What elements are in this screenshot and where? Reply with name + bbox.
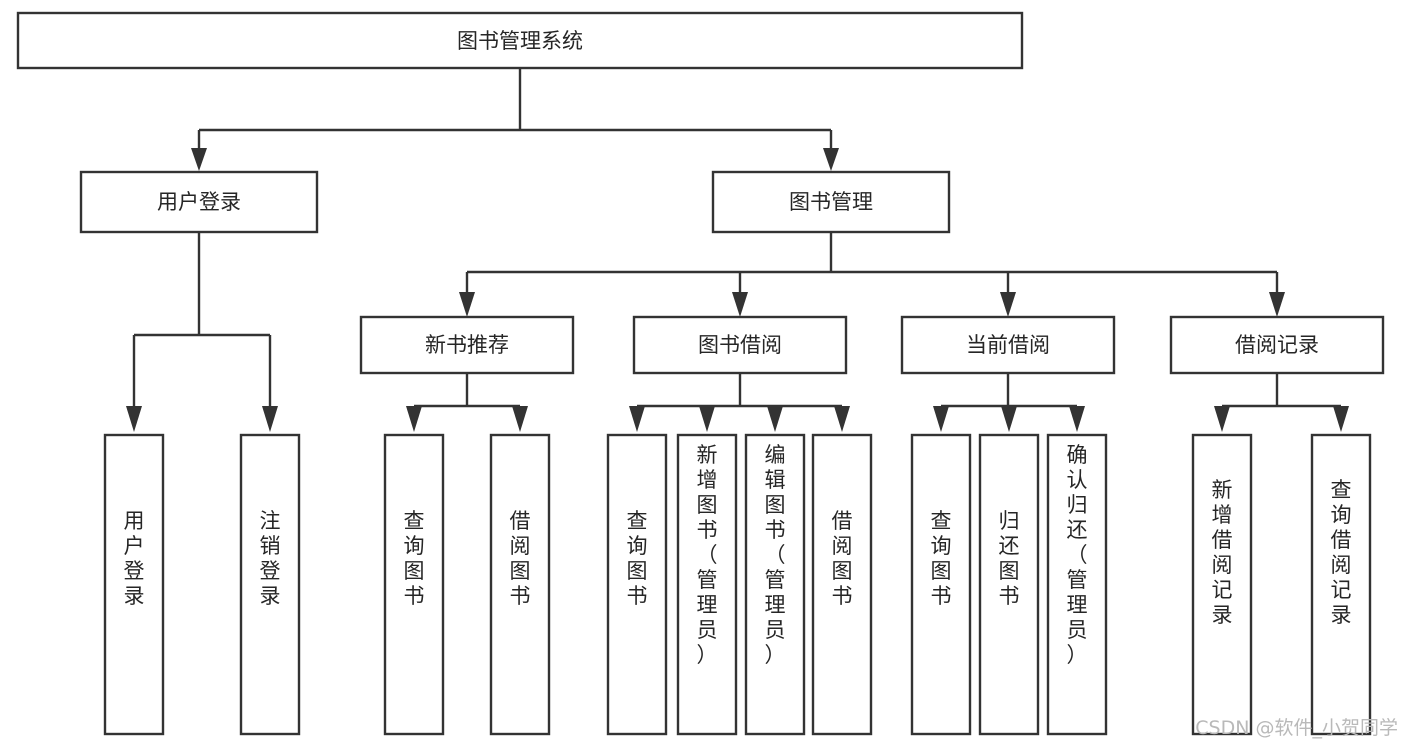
arrow-bb-l3-icon (767, 406, 783, 432)
node-new-book-recommend[interactable]: 新书推荐 (359, 315, 575, 375)
node-book-manage[interactable]: 图书管理 (711, 170, 951, 234)
arrow-bm-c1-icon (459, 292, 475, 317)
node-book-borrow-box[interactable] (632, 315, 848, 375)
node-new-book-recommend-label: 新书推荐 (425, 333, 509, 357)
node-leaf-edit-book-box[interactable] (744, 433, 806, 736)
node-leaf-query-book-3-label: 查询图书 (931, 509, 952, 608)
node-root-label: 图书管理系统 (457, 29, 583, 53)
node-leaf-return-book[interactable]: 归还图书 (978, 433, 1040, 736)
arrow-br-l1-icon (1214, 406, 1230, 432)
connector-group-book-borrow (629, 373, 850, 432)
arrow-nbr-l1-icon (406, 406, 422, 432)
arrow-user-login-l1-icon (126, 406, 142, 432)
node-leaf-logout-login-box[interactable] (239, 433, 301, 736)
node-user-login-box[interactable] (79, 170, 319, 234)
node-leaf-add-book-box[interactable] (676, 433, 738, 736)
arrow-bb-l2-icon (699, 406, 715, 432)
node-leaf-borrow-book-2-box[interactable] (811, 433, 873, 736)
connector-group-root (191, 68, 839, 171)
node-leaf-edit-book-label: 编辑图书（管理员） (765, 443, 786, 667)
watermark-label: CSDN @软件_小贺同学 (1195, 717, 1398, 739)
node-leaf-query-book-2-label: 查询图书 (627, 509, 648, 608)
node-leaf-query-book-1-label: 查询图书 (404, 509, 425, 608)
node-leaf-query-book-2[interactable]: 查询图书 (606, 433, 668, 736)
node-book-manage-box[interactable] (711, 170, 951, 234)
node-leaf-query-record-box[interactable] (1310, 433, 1372, 736)
node-leaf-return-book-box[interactable] (978, 433, 1040, 736)
arrow-cb-l1-icon (933, 406, 949, 432)
arrow-cb-l2-icon (1001, 406, 1017, 432)
node-leaf-add-record-label: 新增借阅记录 (1212, 478, 1233, 627)
arrow-nbr-l2-icon (512, 406, 528, 432)
node-user-login[interactable]: 用户登录 (79, 170, 319, 234)
arrow-root-to-user-login-icon (191, 148, 207, 171)
node-leaf-query-book-2-box[interactable] (606, 433, 668, 736)
node-leaf-logout-login[interactable]: 注销登录 (239, 433, 301, 736)
node-leaf-query-book-3[interactable]: 查询图书 (910, 433, 972, 736)
connector-group-user-login (126, 232, 278, 432)
arrow-bm-c2-icon (732, 292, 748, 317)
node-new-book-recommend-box[interactable] (359, 315, 575, 375)
connector-group-book-manage (459, 232, 1285, 317)
connector-group-new-book-recommend (406, 373, 528, 432)
node-leaf-borrow-book-1-label: 借阅图书 (510, 509, 531, 608)
node-leaf-borrow-book-1-box[interactable] (489, 433, 551, 736)
node-root[interactable]: 图书管理系统 (16, 11, 1024, 70)
node-leaf-query-record-label: 查询借阅记录 (1331, 478, 1352, 627)
node-current-borrow-box[interactable] (900, 315, 1116, 375)
node-borrow-record-box[interactable] (1169, 315, 1385, 375)
node-leaf-confirm-return-label: 确认归还（管理员） (1067, 443, 1088, 667)
node-leaf-confirm-return[interactable]: 确认归还（管理员） (1046, 433, 1108, 736)
node-leaf-query-book-3-box[interactable] (910, 433, 972, 736)
arrow-user-login-l2-icon (262, 406, 278, 432)
node-leaf-user-login-label: 用户登录 (124, 509, 145, 608)
node-user-login-label: 用户登录 (157, 190, 241, 214)
node-book-borrow[interactable]: 图书借阅 (632, 315, 848, 375)
node-borrow-record[interactable]: 借阅记录 (1169, 315, 1385, 375)
node-leaf-confirm-return-box[interactable] (1046, 433, 1108, 736)
connector-group-current-borrow (933, 373, 1085, 432)
node-leaf-user-login-box[interactable] (103, 433, 165, 736)
node-borrow-record-label: 借阅记录 (1235, 333, 1319, 357)
arrow-br-l2-icon (1333, 406, 1349, 432)
arrow-bb-l4-icon (834, 406, 850, 432)
node-book-manage-label: 图书管理 (789, 190, 873, 214)
node-leaf-add-record[interactable]: 新增借阅记录 (1191, 433, 1253, 736)
node-root-box[interactable] (16, 11, 1024, 70)
node-leaf-query-book-1-box[interactable] (383, 433, 445, 736)
node-leaf-add-record-box[interactable] (1191, 433, 1253, 736)
node-leaf-borrow-book-2[interactable]: 借阅图书 (811, 433, 873, 736)
arrow-root-to-book-manage-icon (823, 148, 839, 171)
arrow-bb-l1-icon (629, 406, 645, 432)
node-leaf-borrow-book-2-label: 借阅图书 (832, 509, 853, 608)
node-leaf-edit-book[interactable]: 编辑图书（管理员） (744, 433, 806, 736)
arrow-cb-l3-icon (1069, 406, 1085, 432)
node-leaf-logout-login-label: 注销登录 (260, 509, 281, 608)
node-current-borrow[interactable]: 当前借阅 (900, 315, 1116, 375)
arrow-bm-c3-icon (1000, 292, 1016, 317)
node-leaf-return-book-label: 归还图书 (999, 509, 1020, 608)
arrow-bm-c4-icon (1269, 292, 1285, 317)
node-book-borrow-label: 图书借阅 (698, 333, 782, 357)
node-leaf-user-login[interactable]: 用户登录 (103, 433, 165, 736)
connector-group-borrow-record (1214, 373, 1349, 432)
node-leaf-borrow-book-1[interactable]: 借阅图书 (489, 433, 551, 736)
node-leaf-query-book-1[interactable]: 查询图书 (383, 433, 445, 736)
node-current-borrow-label: 当前借阅 (966, 333, 1050, 357)
node-leaf-add-book-label: 新增图书（管理员） (697, 443, 718, 667)
node-leaf-add-book[interactable]: 新增图书（管理员） (676, 433, 738, 736)
node-leaf-query-record[interactable]: 查询借阅记录 (1310, 433, 1372, 736)
